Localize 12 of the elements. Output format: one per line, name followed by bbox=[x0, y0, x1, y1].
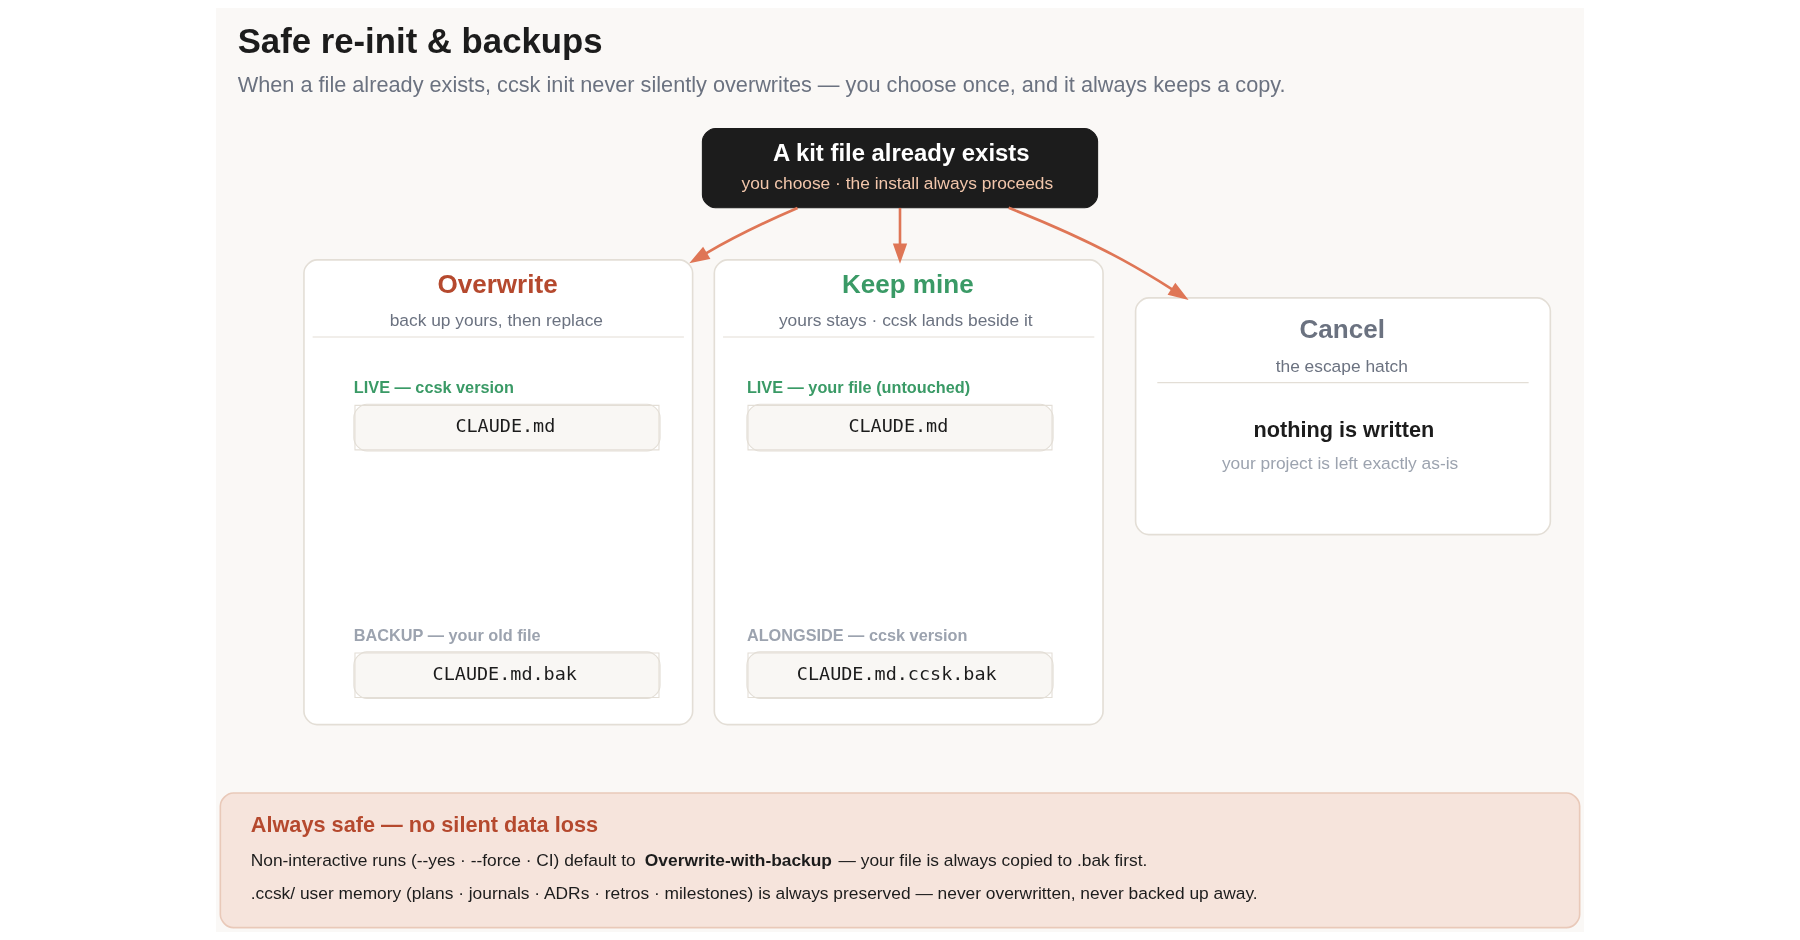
node-label: ALONGSIDE — ccsk version bbox=[746, 626, 968, 644]
arrow bbox=[1008, 206, 1189, 300]
diagram-title: Safe re-init & backups bbox=[237, 21, 603, 60]
arrow bbox=[892, 207, 908, 264]
node-box: Always safe — no silent data loss Non-interactive runs (--yes · --force · CI) default to Overwrite-with-backup — your file is always copied to .bak first. .ccsk/ user memory (plans · journals · ADRs · retros · milestones) is always preserved — never overwritten, never backed up away. bbox=[219, 792, 1581, 929]
caption: When a file already exists, ccsk init never silently overwrites — you choose once, and it always keeps a copy. bbox=[237, 72, 1286, 98]
node-label: BACKUP — your old file bbox=[353, 626, 541, 644]
node-label: LIVE — ccsk version bbox=[353, 378, 514, 397]
node-box: A kit file already exists you choose · the install always proceeds bbox=[701, 128, 1099, 209]
node-box: Cancel the escape hatch nothing is written your project is left exactly as-is bbox=[1134, 297, 1552, 536]
node-label: LIVE — your file (untouched) bbox=[746, 378, 971, 397]
arrow bbox=[689, 206, 799, 264]
